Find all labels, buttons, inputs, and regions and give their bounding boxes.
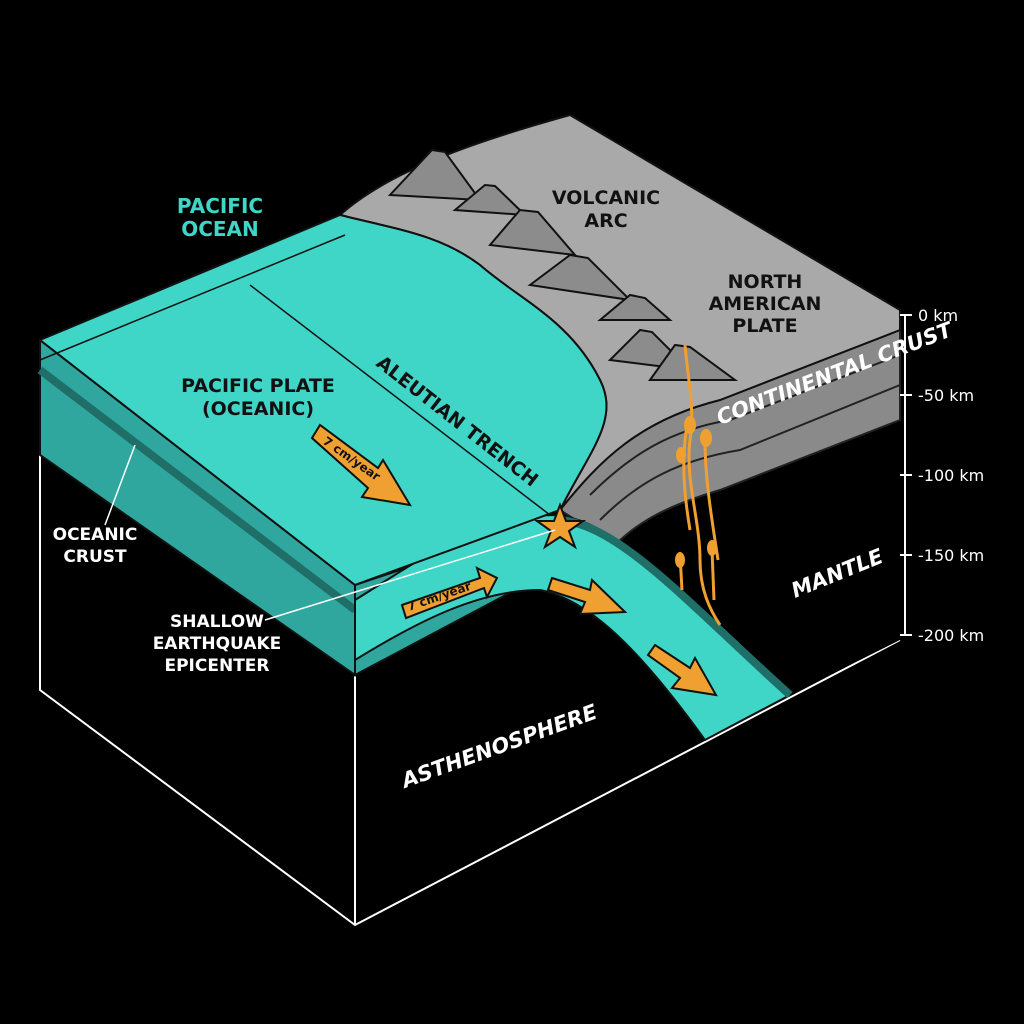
pacific-ocean-label-2: OCEAN bbox=[181, 217, 259, 241]
depth-100: -100 km bbox=[918, 466, 984, 485]
volcanic-arc-label-2: ARC bbox=[584, 210, 627, 232]
north-american-label-3: PLATE bbox=[732, 315, 797, 337]
oceanic-crust-label-1: OCEANIC bbox=[53, 525, 138, 545]
depth-scale bbox=[900, 315, 912, 635]
earthquake-label-3: EPICENTER bbox=[164, 656, 269, 676]
depth-50: -50 km bbox=[918, 386, 974, 405]
oceanic-crust-label-2: CRUST bbox=[63, 547, 127, 567]
pacific-plate-label-2: (OCEANIC) bbox=[202, 398, 314, 420]
depth-200: -200 km bbox=[918, 626, 984, 645]
asthenosphere-label: ASTHENOSPHERE bbox=[397, 699, 601, 793]
earthquake-label-2: EARTHQUAKE bbox=[153, 634, 282, 654]
earthquake-label-1: SHALLOW bbox=[170, 612, 264, 632]
pacific-ocean-label-1: PACIFIC bbox=[177, 194, 263, 218]
north-american-label-2: AMERICAN bbox=[709, 293, 822, 315]
pacific-plate-label-1: PACIFIC PLATE bbox=[181, 375, 335, 397]
volcanic-arc-label-1: VOLCANIC bbox=[552, 187, 660, 209]
north-american-label-1: NORTH bbox=[728, 271, 803, 293]
depth-150: -150 km bbox=[918, 546, 984, 565]
